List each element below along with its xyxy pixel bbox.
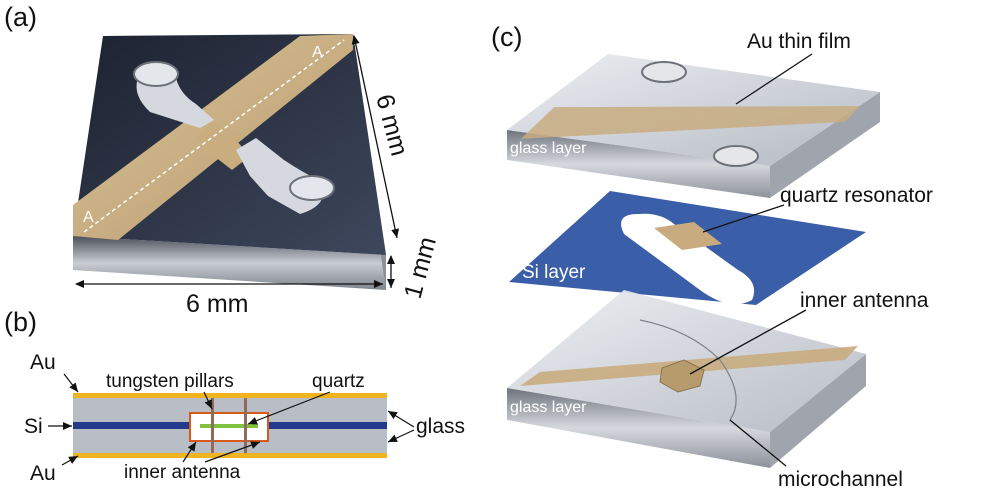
label-microchannel: microchannel (778, 468, 903, 491)
channel-cutout-upper (136, 78, 214, 128)
leader-inner-antenna-c (689, 309, 807, 375)
panel-b: (b) Au Si Au tungsten pillars quartz gla… (4, 307, 465, 485)
leader-tungsten (203, 391, 213, 410)
section-line-a-a (83, 39, 345, 233)
panel-c-label: (c) (491, 22, 522, 52)
leader-quartz (247, 391, 331, 425)
dim-arrow-depth (351, 35, 400, 239)
label-inner-antenna: inner antenna (124, 462, 241, 483)
label-au-top: Au (30, 351, 56, 374)
top-glass-side (507, 130, 770, 198)
label-glass: glass (416, 415, 465, 438)
top-glass-side-right (770, 92, 880, 198)
label-quartz: quartz (312, 371, 365, 392)
dim-height-label: 1 mm (399, 234, 442, 302)
panel-b-label: (b) (4, 307, 37, 337)
label-quartz-resonator: quartz resonator (780, 184, 933, 207)
microchannel-path (639, 319, 737, 421)
section-mark-top: A (312, 44, 323, 61)
label-glass-layer-top: glass layer (510, 140, 587, 157)
chip-side-front (73, 236, 386, 290)
top-port-upper (641, 61, 687, 83)
leader-inner-antenna-left (182, 441, 197, 463)
label-inner-antenna-c: inner antenna (800, 289, 929, 312)
dim-depth-label: 6 mm (370, 91, 413, 159)
label-si-layer: Si layer (522, 262, 586, 283)
bottom-glass-side-right (770, 354, 866, 468)
fluid-port-upper (133, 61, 179, 87)
quartz-plate (200, 424, 258, 428)
au-layer-top (73, 393, 387, 398)
leader-glass-upper (387, 410, 415, 428)
bottom-glass-side (507, 388, 770, 468)
label-glass-layer-bottom: glass layer (510, 399, 587, 416)
inner-antenna-hexagon (659, 359, 705, 393)
leader-microchannel (729, 419, 787, 467)
label-tungsten-pillars: tungsten pillars (106, 371, 234, 392)
panel-c: (c) glass layer Au thin film Si layer qu… (491, 22, 933, 491)
label-au-thin-film: Au thin film (747, 30, 851, 53)
quartz-resonator-plate (654, 222, 722, 250)
leader-au-bottom (61, 455, 79, 466)
top-au-film (520, 106, 860, 139)
leader-glass-lower (387, 429, 415, 443)
leader-quartz-resonator (702, 204, 785, 233)
panel-a-label: (a) (4, 2, 37, 32)
tungsten-pillar-right (244, 398, 247, 453)
section-mark-bottom: A (83, 209, 94, 226)
leader-au-top (63, 373, 79, 393)
tungsten-pillar-left (211, 398, 214, 453)
leader-au-thin-film (735, 53, 813, 105)
label-au-bottom: Au (30, 462, 56, 485)
fluid-port-lower (289, 175, 335, 201)
panel-a: (a) A A 6 mm 6 mm 1 mm (4, 2, 442, 318)
au-layer-bottom (73, 453, 387, 458)
si-cutout (621, 213, 755, 305)
dim-width-label: 6 mm (186, 290, 249, 318)
electrode-neck (196, 122, 250, 170)
label-si: Si (24, 415, 43, 438)
leader-inner-antenna-right (204, 441, 261, 463)
top-port-lower (713, 145, 759, 167)
